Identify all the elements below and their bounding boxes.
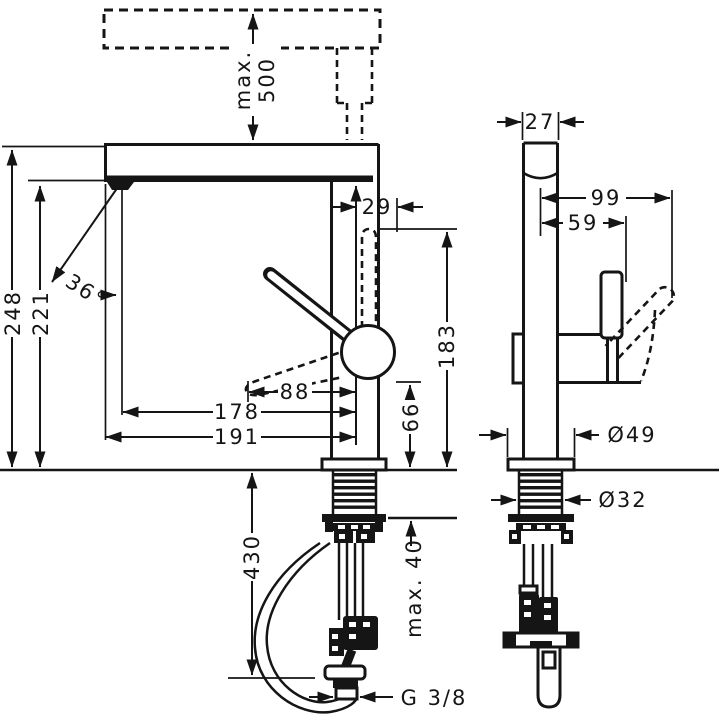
- side-mounting-nut: [508, 514, 574, 544]
- handle-lever: [263, 267, 361, 348]
- label-66: 66: [399, 402, 423, 433]
- label-183: 183: [435, 323, 459, 369]
- label-27: 27: [525, 110, 556, 134]
- label-248: 248: [1, 290, 25, 336]
- label-88: 88: [280, 380, 311, 404]
- mounting-nut: [322, 514, 386, 543]
- extension-lines-side: [506, 112, 673, 457]
- base-flange: [320, 457, 388, 472]
- aerator: [107, 182, 134, 190]
- handle-lowered-outline: [244, 347, 351, 397]
- swivel-angle-line: [51, 183, 121, 283]
- label-178: 178: [214, 400, 260, 424]
- side-threaded-shank: [517, 470, 564, 514]
- label-500: 500: [255, 57, 279, 103]
- raised-column-outline: [335, 48, 374, 140]
- side-base-flange: [506, 457, 576, 472]
- side-view: [479, 112, 719, 709]
- threaded-shank: [331, 470, 378, 515]
- label-221: 221: [29, 290, 53, 336]
- front-view: [0, 8, 457, 714]
- handle-pivot: [340, 324, 396, 380]
- mounting-surface: [0, 468, 457, 520]
- handle-upright-outline: [360, 227, 378, 328]
- hose-connector: [323, 664, 367, 681]
- label-430: 430: [240, 534, 264, 580]
- supply-hoses: [253, 541, 378, 714]
- label-d49: Ø49: [607, 423, 656, 447]
- spout: [104, 143, 379, 190]
- label-36deg: 36°: [61, 269, 110, 313]
- label-59: 59: [568, 211, 599, 235]
- side-handle: [599, 270, 676, 382]
- label-99: 99: [591, 186, 622, 210]
- label-191: 191: [214, 425, 260, 449]
- label-29: 29: [362, 195, 393, 219]
- side-hoses: [502, 544, 580, 709]
- extension-lines-front: [2, 145, 457, 679]
- label-g38: G 3/8: [401, 686, 468, 710]
- label-max: max.: [231, 50, 255, 110]
- label-d32: Ø32: [598, 488, 647, 512]
- side-handle-tilted-outline: [604, 285, 676, 359]
- raised-spout-outline: [102, 8, 382, 50]
- label-max40: max. 40: [402, 538, 426, 638]
